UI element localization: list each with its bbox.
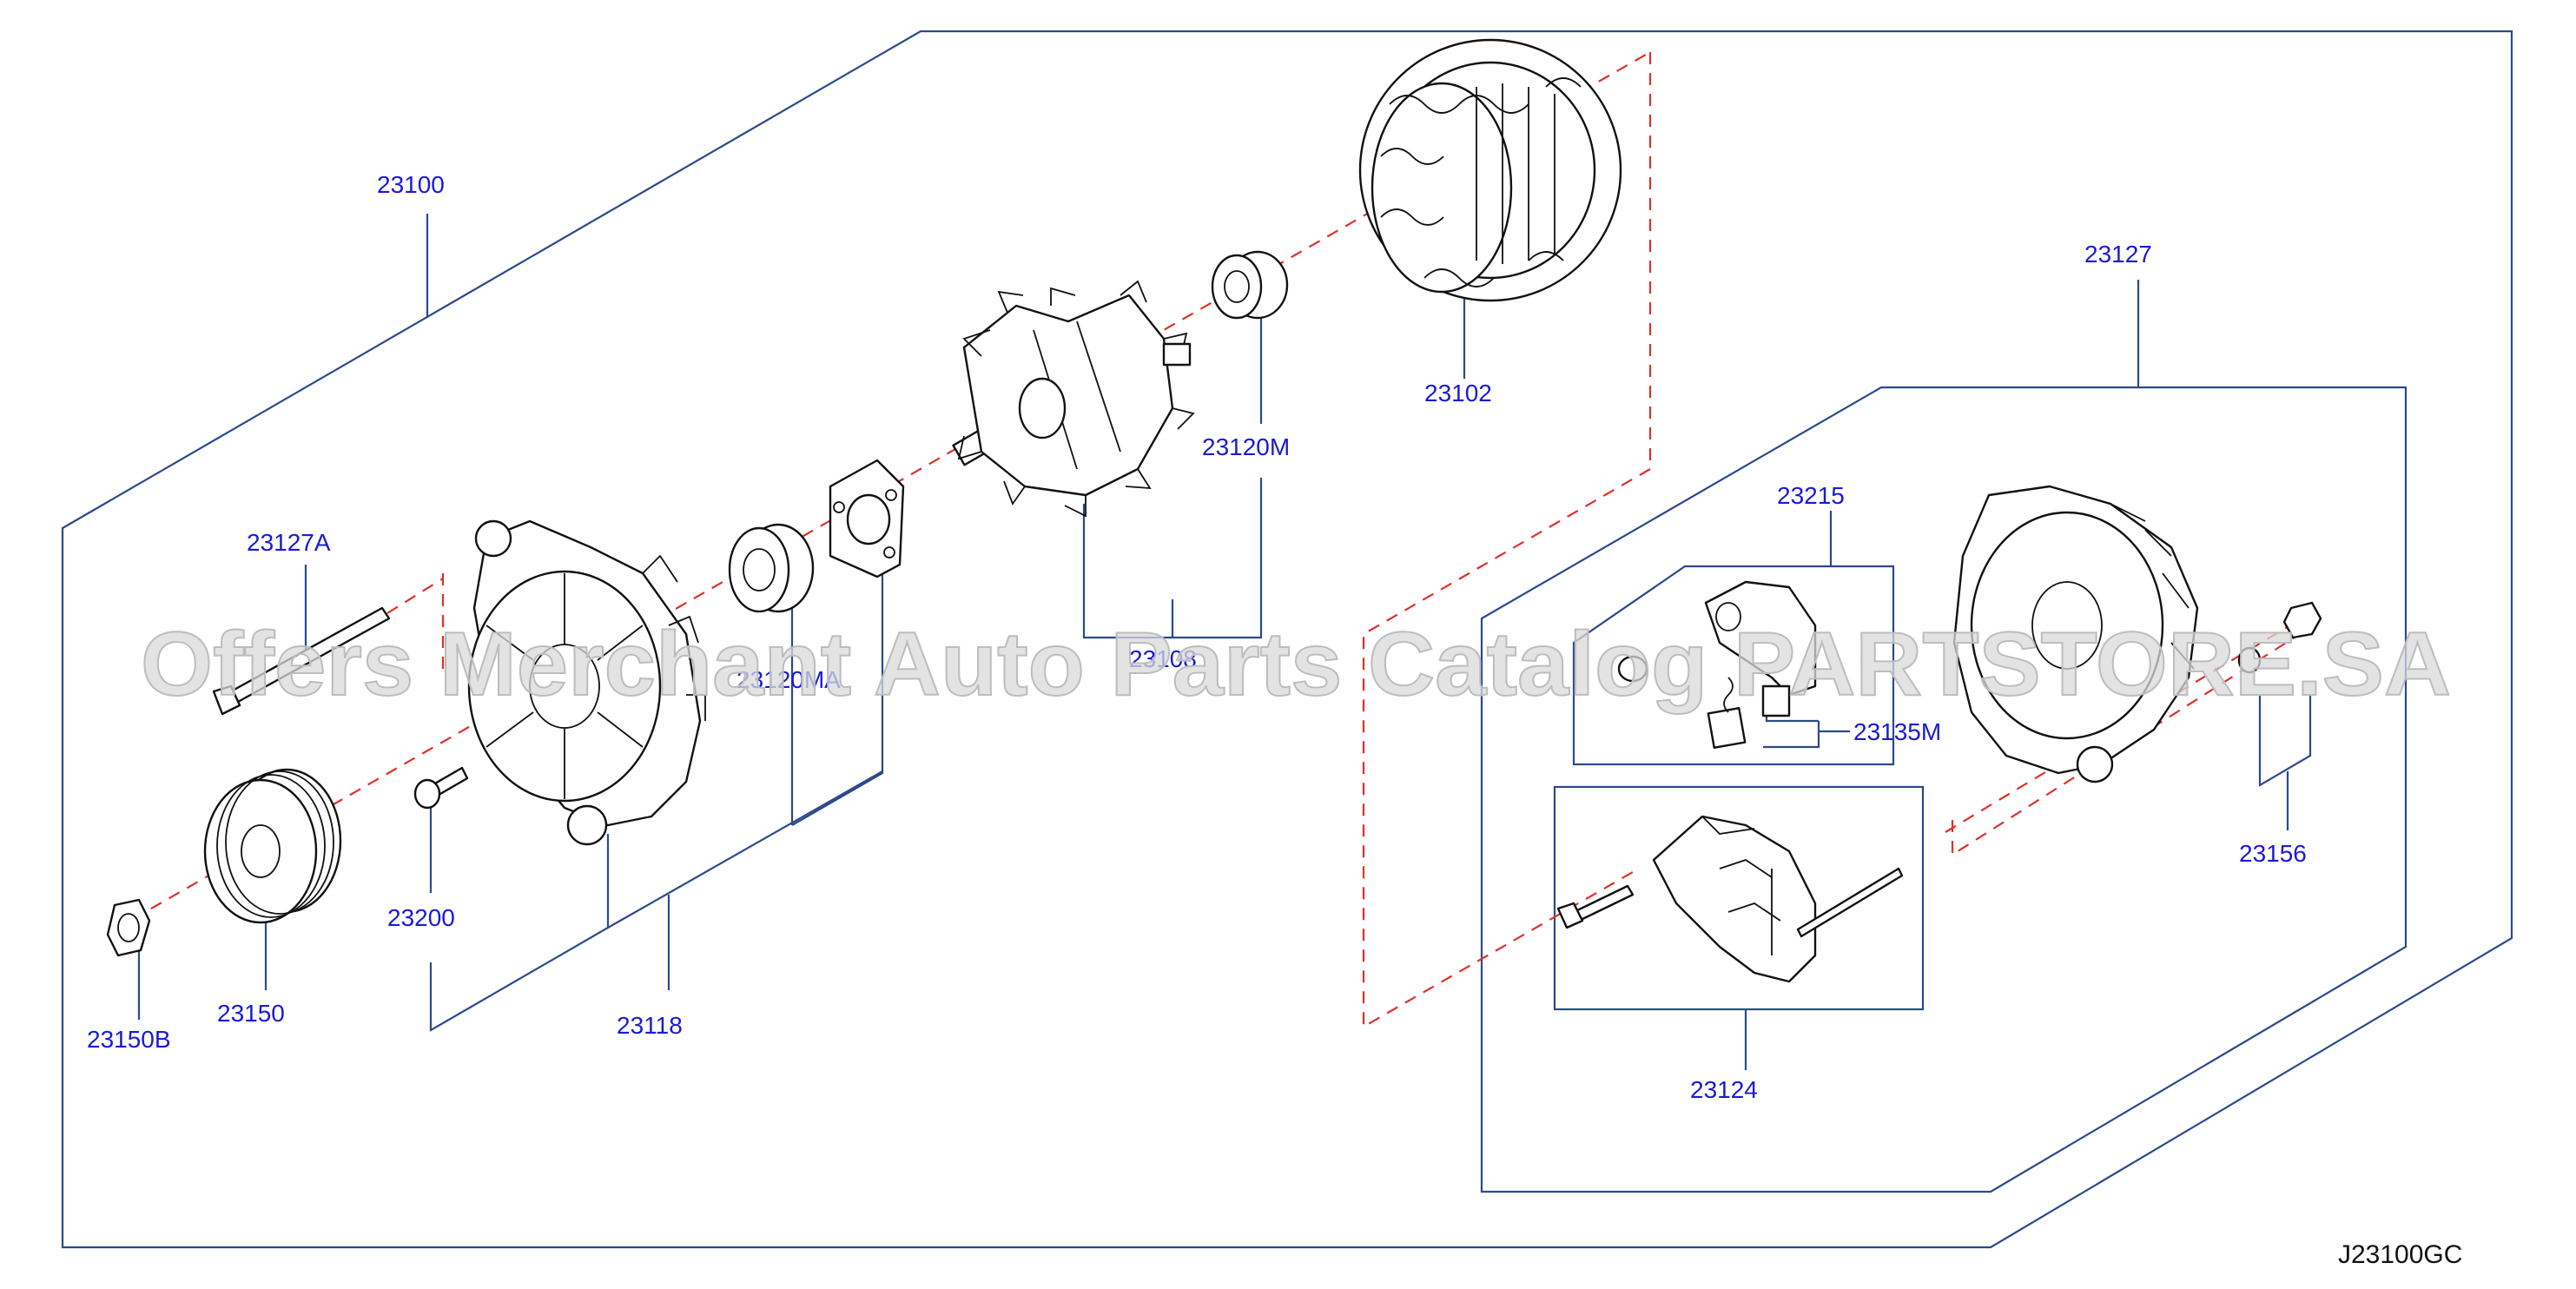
watermark-text: Offers Merchant Auto Parts Catalog PARTS… <box>141 614 2451 715</box>
stator-drawing <box>1358 38 1622 302</box>
bearing-rear-drawing <box>728 523 815 613</box>
label-23120MA[interactable]: 23120MA <box>736 666 841 693</box>
label-23108[interactable]: 23108 <box>1129 645 1197 672</box>
diagram-code: J23100GC <box>2338 1240 2462 1269</box>
label-23120M[interactable]: 23120M <box>1202 433 1290 460</box>
label-23127[interactable]: 23127 <box>2084 241 2152 268</box>
bearing-retainer-plate-drawing <box>829 459 905 578</box>
terminal-nut-drawing <box>2237 601 2322 674</box>
screw-drawing <box>413 766 469 810</box>
leader-lines <box>137 214 2312 1070</box>
label-23118[interactable]: 23118 <box>617 1012 683 1039</box>
rectifier-drawing <box>1556 815 1904 983</box>
outer-frame-23100 <box>61 30 2513 1249</box>
label-23200[interactable]: 23200 <box>387 904 455 931</box>
label-23150B[interactable]: 23150B <box>87 1026 171 1053</box>
label-23215[interactable]: 23215 <box>1777 482 1845 509</box>
part-labels: 23100 23102 23120M 23108 23120MA 23127A … <box>87 171 2462 1269</box>
frame-23124-rectifier <box>1553 785 1925 1011</box>
label-23156[interactable]: 23156 <box>2239 840 2307 867</box>
inner-frame-23127 <box>1480 386 2408 1193</box>
through-bolt-drawing <box>212 606 391 716</box>
label-23100[interactable]: 23100 <box>377 171 445 198</box>
label-23135M[interactable]: 23135M <box>1853 718 1941 745</box>
rear-housing-drawing <box>1952 485 2199 783</box>
label-23127A[interactable]: 23127A <box>247 529 331 556</box>
bearing-front-drawing <box>1211 250 1289 320</box>
pulley-drawing <box>203 768 342 924</box>
brush-holder-drawing <box>1617 580 1817 750</box>
front-housing-drawing <box>467 519 706 846</box>
label-23102[interactable]: 23102 <box>1424 380 1492 407</box>
frame-23215-brush-holder <box>1572 565 1895 766</box>
pulley-nut-drawing <box>106 898 151 957</box>
label-23124[interactable]: 23124 <box>1690 1076 1758 1103</box>
rotor-drawing <box>952 280 1195 518</box>
label-23150[interactable]: 23150 <box>217 1000 285 1027</box>
